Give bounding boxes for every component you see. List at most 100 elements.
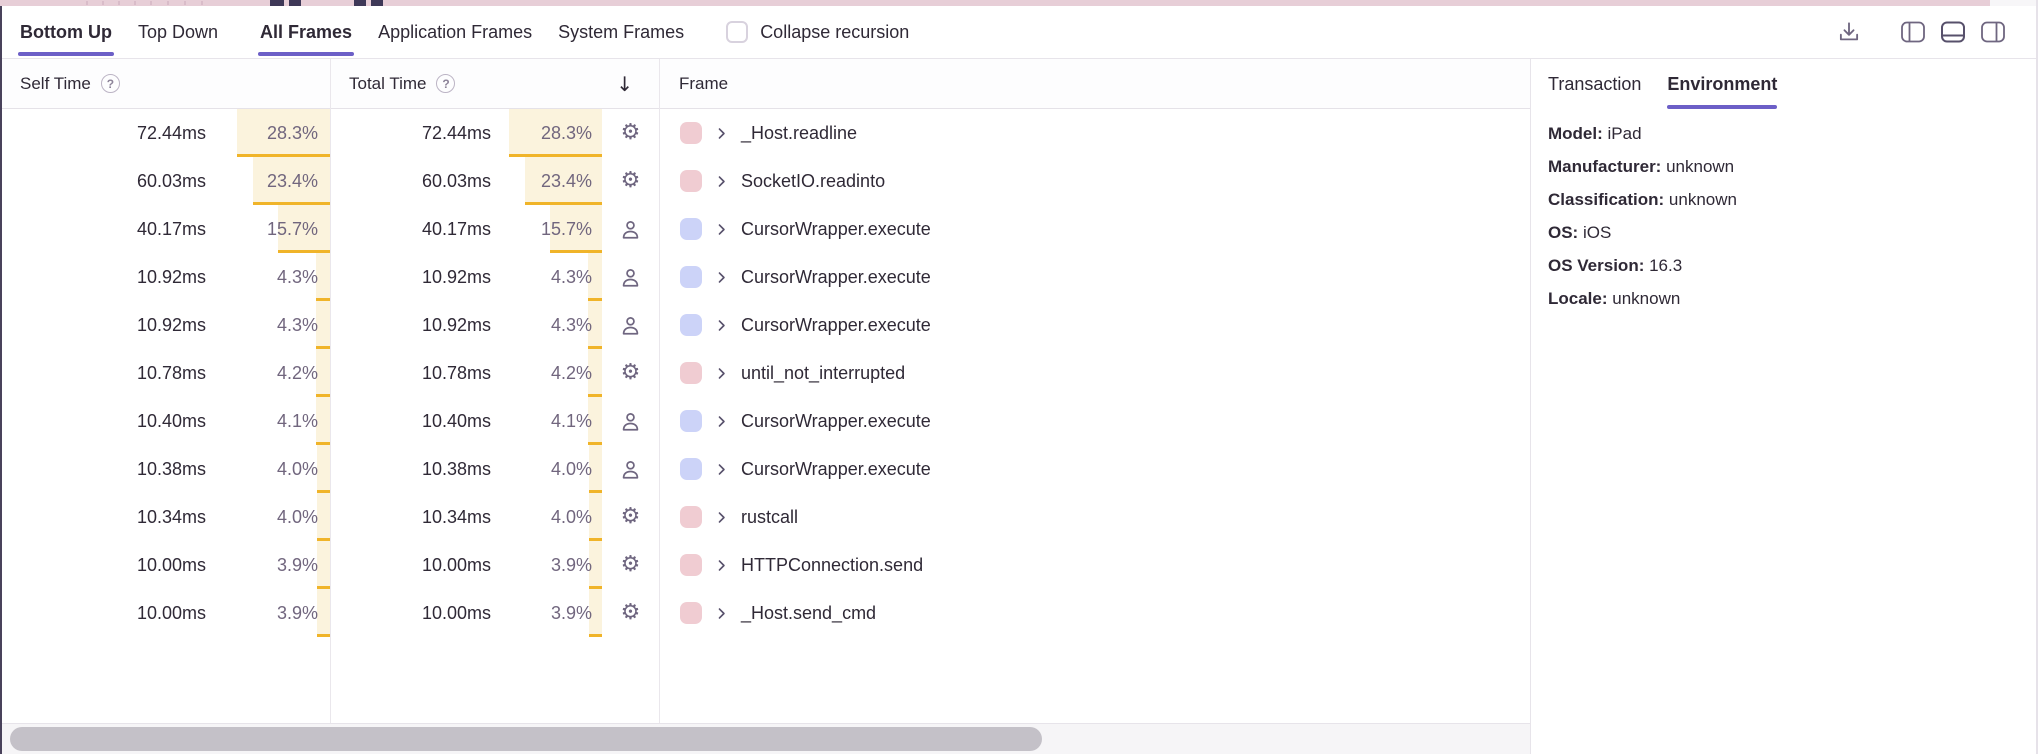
table-row[interactable]: 10.34ms 4.0% 10.34ms 4.0% ⚙ rustcall — [2, 493, 1530, 541]
chevron-right-icon[interactable] — [715, 127, 728, 140]
gear-icon: ⚙ — [620, 360, 641, 385]
frame-color-chip — [680, 410, 702, 432]
horizontal-scrollbar-thumb[interactable] — [10, 727, 1042, 751]
chevron-right-icon[interactable] — [715, 319, 728, 332]
self-time-cell: 72.44ms 28.3% — [2, 109, 330, 157]
tab-application-frames[interactable]: Application Frames — [378, 21, 533, 42]
tab-transaction[interactable]: Transaction — [1548, 73, 1642, 94]
frame-type-icon-slot — [602, 397, 659, 445]
chevron-right-icon[interactable] — [715, 511, 728, 524]
total-percent-cell: 3.9% — [497, 541, 602, 589]
chevron-right-icon[interactable] — [715, 463, 728, 476]
column-header-total-time[interactable]: Total Time ? ↓ — [330, 72, 659, 96]
table-row[interactable]: 10.38ms 4.0% 10.38ms 4.0% CursorWrapper.… — [2, 445, 1530, 493]
total-time-cell: 10.78ms 4.2% ⚙ — [330, 349, 659, 397]
table-row[interactable]: 60.03ms 23.4% 60.03ms 23.4% ⚙ SocketIO.r… — [2, 157, 1530, 205]
self-percent-cell: 4.1% — [220, 397, 330, 445]
environment-detail-line: Locale: unknown — [1548, 289, 1681, 308]
chevron-right-icon[interactable] — [715, 223, 728, 236]
self-percent-cell: 4.0% — [220, 493, 330, 541]
layout-right-panel-icon[interactable] — [1980, 20, 2006, 44]
chevron-right-icon[interactable] — [715, 271, 728, 284]
table-row[interactable]: 10.78ms 4.2% 10.78ms 4.2% ⚙ until_not_in… — [2, 349, 1530, 397]
percent-bar — [278, 205, 330, 253]
total-time-cell: 72.44ms 28.3% ⚙ — [330, 109, 659, 157]
self-percent-value: 3.9% — [276, 602, 318, 623]
self-time-cell: 40.17ms 15.7% — [2, 205, 330, 253]
table-row[interactable]: 10.40ms 4.1% 10.40ms 4.1% CursorWrapper.… — [2, 397, 1530, 445]
chevron-right-icon[interactable] — [715, 415, 728, 428]
table-row[interactable]: 10.00ms 3.9% 10.00ms 3.9% ⚙ HTTPConnecti… — [2, 541, 1530, 589]
table-row[interactable]: 10.92ms 4.3% 10.92ms 4.3% CursorWrapper.… — [2, 301, 1530, 349]
total-time-value: 10.92ms — [421, 266, 491, 287]
total-time-value: 10.00ms — [421, 554, 491, 575]
help-icon[interactable]: ? — [436, 74, 456, 93]
frame-color-chip — [680, 218, 702, 240]
frame-color-chip — [680, 122, 702, 144]
table-row[interactable]: 72.44ms 28.3% 72.44ms 28.3% ⚙ _Host.read… — [2, 109, 1530, 157]
total-time-value: 10.38ms — [421, 458, 491, 479]
tab-bottom-up[interactable]: Bottom Up — [18, 6, 114, 58]
frame-color-chip — [680, 506, 702, 528]
column-header-self-time[interactable]: Self Time ? — [2, 74, 330, 94]
total-time-value: 10.00ms — [421, 602, 491, 623]
frame-cell: SocketIO.readinto — [659, 157, 1530, 205]
frame-type-icon-slot — [602, 445, 659, 493]
download-icon[interactable] — [1836, 19, 1862, 45]
tab-system-frames[interactable]: System Frames — [558, 21, 685, 42]
layout-bottom-panel-icon[interactable] — [1940, 20, 1966, 44]
percent-bar — [316, 253, 330, 301]
horizontal-scrollbar-track[interactable] — [2, 723, 1530, 754]
frame-cell: _Host.send_cmd — [659, 589, 1530, 637]
tab-top-down[interactable]: Top Down — [137, 21, 219, 42]
self-time-value: 10.00ms — [136, 554, 206, 575]
gear-icon: ⚙ — [620, 552, 641, 577]
environment-detail-line: Model: iPad — [1548, 124, 1642, 143]
total-percent-value: 4.0% — [550, 458, 592, 479]
self-time-value: 10.40ms — [136, 410, 206, 431]
frame-cell: CursorWrapper.execute — [659, 205, 1530, 253]
self-percent-cell: 4.2% — [220, 349, 330, 397]
percent-bar — [550, 205, 602, 253]
layout-left-panel-icon[interactable] — [1900, 20, 1926, 44]
frame-name: CursorWrapper.execute — [741, 266, 931, 287]
table-row[interactable]: 10.00ms 3.9% 10.00ms 3.9% ⚙ _Host.send_c… — [2, 589, 1530, 637]
sort-descending-icon[interactable]: ↓ — [616, 71, 633, 96]
total-percent-cell: 4.3% — [497, 301, 602, 349]
chevron-right-icon[interactable] — [715, 367, 728, 380]
frame-color-chip — [680, 266, 702, 288]
self-percent-cell: 3.9% — [220, 541, 330, 589]
tab-all-frames[interactable]: All Frames — [258, 6, 355, 58]
chevron-right-icon[interactable] — [715, 607, 728, 620]
tab-environment[interactable]: Environment — [1667, 59, 1778, 109]
total-percent-value: 4.3% — [550, 314, 592, 335]
column-header-frame[interactable]: Frame — [679, 73, 729, 93]
minimap-end-gap — [1990, 0, 2036, 6]
frame-color-chip — [680, 554, 702, 576]
self-time-value: 60.03ms — [136, 170, 206, 191]
total-time-value: 10.34ms — [421, 506, 491, 527]
frame-type-icon-slot: ⚙ — [602, 349, 659, 397]
percent-bar — [589, 445, 602, 493]
total-time-cell: 10.92ms 4.3% — [330, 301, 659, 349]
frame-type-icon-slot — [602, 301, 659, 349]
total-percent-cell: 4.0% — [497, 445, 602, 493]
frame-name: CursorWrapper.execute — [741, 458, 931, 479]
table-row[interactable]: 10.92ms 4.3% 10.92ms 4.3% CursorWrapper.… — [2, 253, 1530, 301]
self-time-cell: 10.40ms 4.1% — [2, 397, 330, 445]
chevron-right-icon[interactable] — [715, 175, 728, 188]
total-percent-value: 3.9% — [550, 554, 592, 575]
frame-type-icon-slot: ⚙ — [602, 157, 659, 205]
frame-type-icon-slot: ⚙ — [602, 109, 659, 157]
help-icon[interactable]: ? — [100, 74, 120, 93]
frame-cell: CursorWrapper.execute — [659, 445, 1530, 493]
frame-cell: CursorWrapper.execute — [659, 301, 1530, 349]
table-row[interactable]: 40.17ms 15.7% 40.17ms 15.7% CursorWrappe… — [2, 205, 1530, 253]
total-time-cell: 60.03ms 23.4% ⚙ — [330, 157, 659, 205]
chevron-right-icon[interactable] — [715, 559, 728, 572]
collapse-recursion-checkbox[interactable] — [726, 21, 749, 43]
total-percent-cell: 4.2% — [497, 349, 602, 397]
frame-name: CursorWrapper.execute — [741, 218, 931, 239]
